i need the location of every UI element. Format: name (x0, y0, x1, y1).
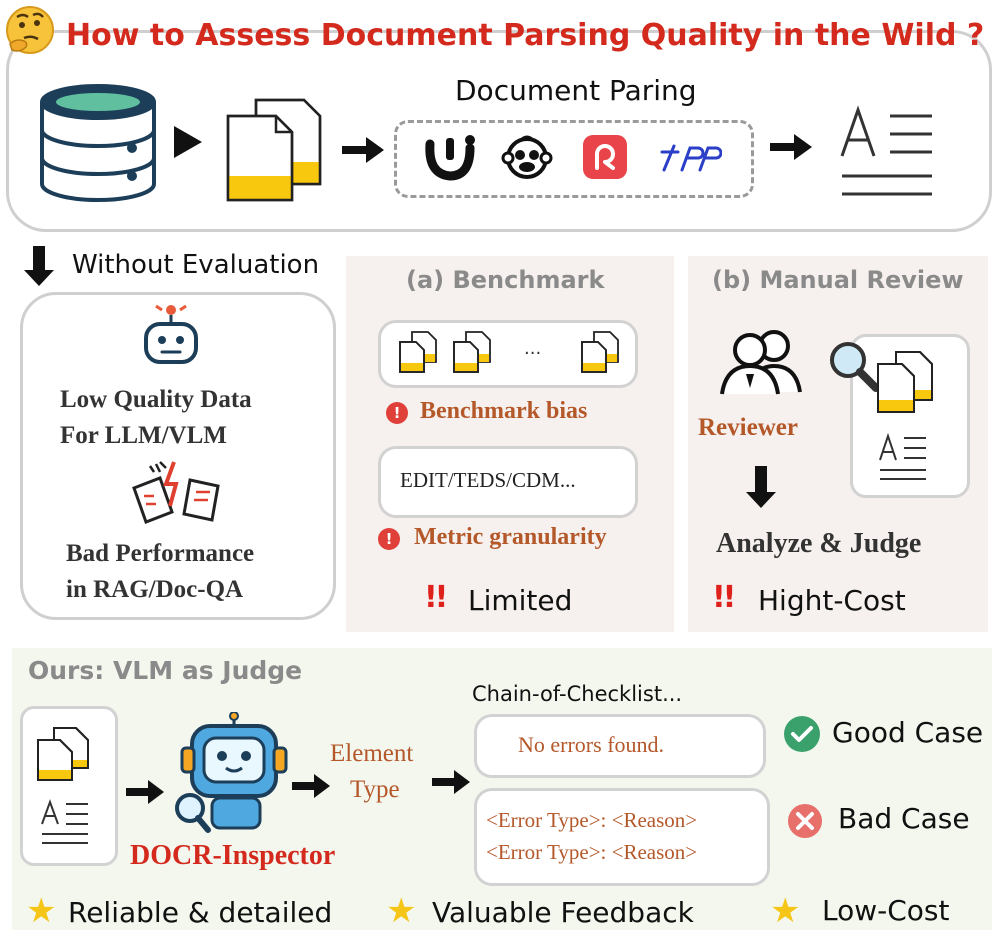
high-cost-text: Hight-Cost (758, 584, 906, 617)
footer-lowcost: Low-Cost (822, 894, 950, 927)
document-stack-icon (876, 350, 936, 416)
right-arrow-icon (340, 135, 386, 165)
mineru-logo-icon (424, 132, 478, 184)
double-exclamation-icon: !! (712, 580, 736, 615)
metric-granularity-text: Metric granularity (414, 524, 607, 550)
main-title: How to Assess Document Parsing Quality i… (66, 18, 985, 53)
down-arrow-icon (744, 464, 778, 510)
limited-text: Limited (468, 584, 573, 617)
for-llm-vlm-text: For LLM/VLM (60, 422, 227, 449)
bad-case-text: Bad Case (838, 802, 970, 835)
star-icon: ★ (770, 891, 801, 931)
manual-review-title: (b) Manual Review (712, 266, 964, 294)
no-errors-text: No errors found. (518, 732, 665, 757)
thinking-face-icon (4, 4, 56, 56)
good-output-box (474, 714, 766, 778)
good-case-text: Good Case (832, 716, 984, 749)
right-arrow-icon (290, 772, 332, 800)
chain-of-checklist-label: Chain-of-Checklist... (472, 682, 683, 706)
document-parsing-label: Document Paring (455, 74, 697, 107)
right-arrow-icon (430, 768, 472, 796)
database-icon (38, 82, 158, 204)
document-stack-icon (222, 96, 324, 204)
low-quality-data-text: Low Quality Data (60, 386, 252, 413)
red-app-logo-icon (582, 134, 628, 180)
cross-circle-icon (786, 802, 824, 840)
double-exclamation-icon: !! (424, 580, 448, 615)
docr-inspector-label: DOCR-Inspector (130, 840, 336, 871)
document-icon (398, 330, 438, 374)
reviewer-text: Reviewer (698, 414, 798, 441)
footer-reliable: Reliable & detailed (68, 896, 333, 929)
document-icon (580, 330, 620, 374)
broken-docs-icon (130, 458, 230, 528)
analyze-judge-text: Analyze & Judge (716, 528, 922, 559)
play-arrow-icon (172, 124, 204, 160)
document-stack-icon (36, 726, 92, 782)
monkey-logo-icon (501, 132, 553, 184)
docs-ellipsis: ... (524, 338, 542, 359)
element-type-line1: Element (330, 740, 414, 767)
star-icon: ★ (26, 891, 57, 931)
rag-docqa-text: in RAG/Doc-QA (66, 576, 244, 603)
text-output-icon (878, 432, 930, 482)
error-line-2: <Error Type>: <Reason> (486, 840, 698, 864)
pp-logo-icon (660, 140, 723, 174)
magnifier-icon (828, 340, 882, 394)
robot-inspector-icon (172, 711, 292, 836)
error-line-1: <Error Type>: <Reason> (486, 808, 698, 832)
benchmark-panel (346, 256, 674, 632)
robot-face-icon (140, 302, 202, 366)
check-circle-icon (782, 714, 822, 754)
without-evaluation-label: Without Evaluation (72, 250, 320, 280)
element-type-line2: Type (350, 776, 400, 803)
text-output-icon (40, 798, 92, 846)
ours-title: Ours: VLM as Judge (28, 656, 303, 685)
footer-feedback: Valuable Feedback (432, 896, 694, 929)
star-icon: ★ (386, 891, 417, 931)
text-output-icon (838, 104, 938, 200)
benchmark-bias-text: Benchmark bias (420, 398, 588, 424)
bad-output-box (474, 788, 770, 886)
bad-performance-text: Bad Performance (66, 540, 255, 567)
down-arrow-icon (22, 244, 56, 288)
right-arrow-icon (124, 778, 166, 806)
top-panel (6, 30, 992, 232)
benchmark-title: (a) Benchmark (406, 266, 605, 294)
people-icon (718, 326, 806, 396)
document-icon (452, 330, 492, 374)
metrics-text: EDIT/TEDS/CDM... (400, 468, 576, 492)
metrics-box (378, 446, 638, 518)
warning-icon: ! (378, 528, 400, 550)
parsing-tools-box (394, 120, 754, 198)
right-arrow-icon (768, 132, 814, 162)
warning-icon: ! (386, 402, 408, 424)
